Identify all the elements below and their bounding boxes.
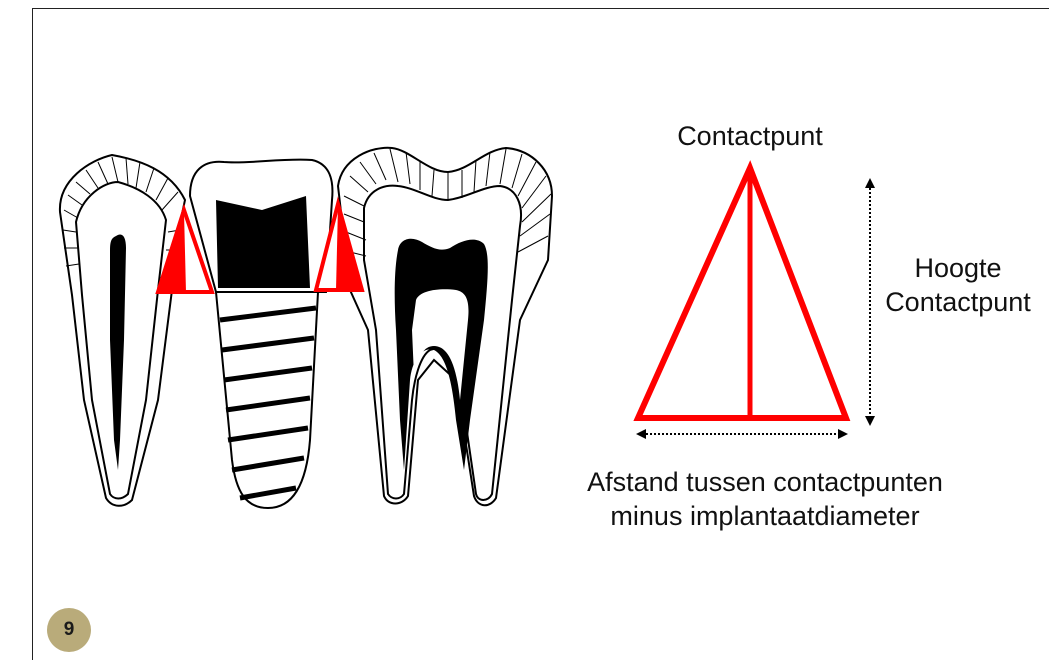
height-label: Hoogte Contactpunt	[872, 252, 1044, 320]
distance-label-line2: minus implantaatdiameter	[520, 500, 1010, 534]
schematic-triangle-outline	[638, 168, 846, 418]
left-tooth	[60, 155, 185, 506]
implant-abutment	[216, 196, 310, 288]
implant-crown	[190, 160, 332, 508]
distance-arrow	[636, 429, 848, 439]
schematic-triangle	[638, 168, 846, 418]
height-label-line1: Hoogte	[872, 252, 1044, 286]
height-label-line2: Contactpunt	[872, 286, 1044, 320]
distance-label-line1: Afstand tussen contactpunten	[520, 466, 1010, 500]
contact-point-label: Contactpunt	[630, 120, 870, 154]
distance-label: Afstand tussen contactpunten minus impla…	[520, 466, 1010, 534]
right-tooth-pulp-gap	[412, 289, 469, 400]
right-tooth	[338, 148, 552, 505]
page-number-badge: 9	[47, 608, 91, 652]
